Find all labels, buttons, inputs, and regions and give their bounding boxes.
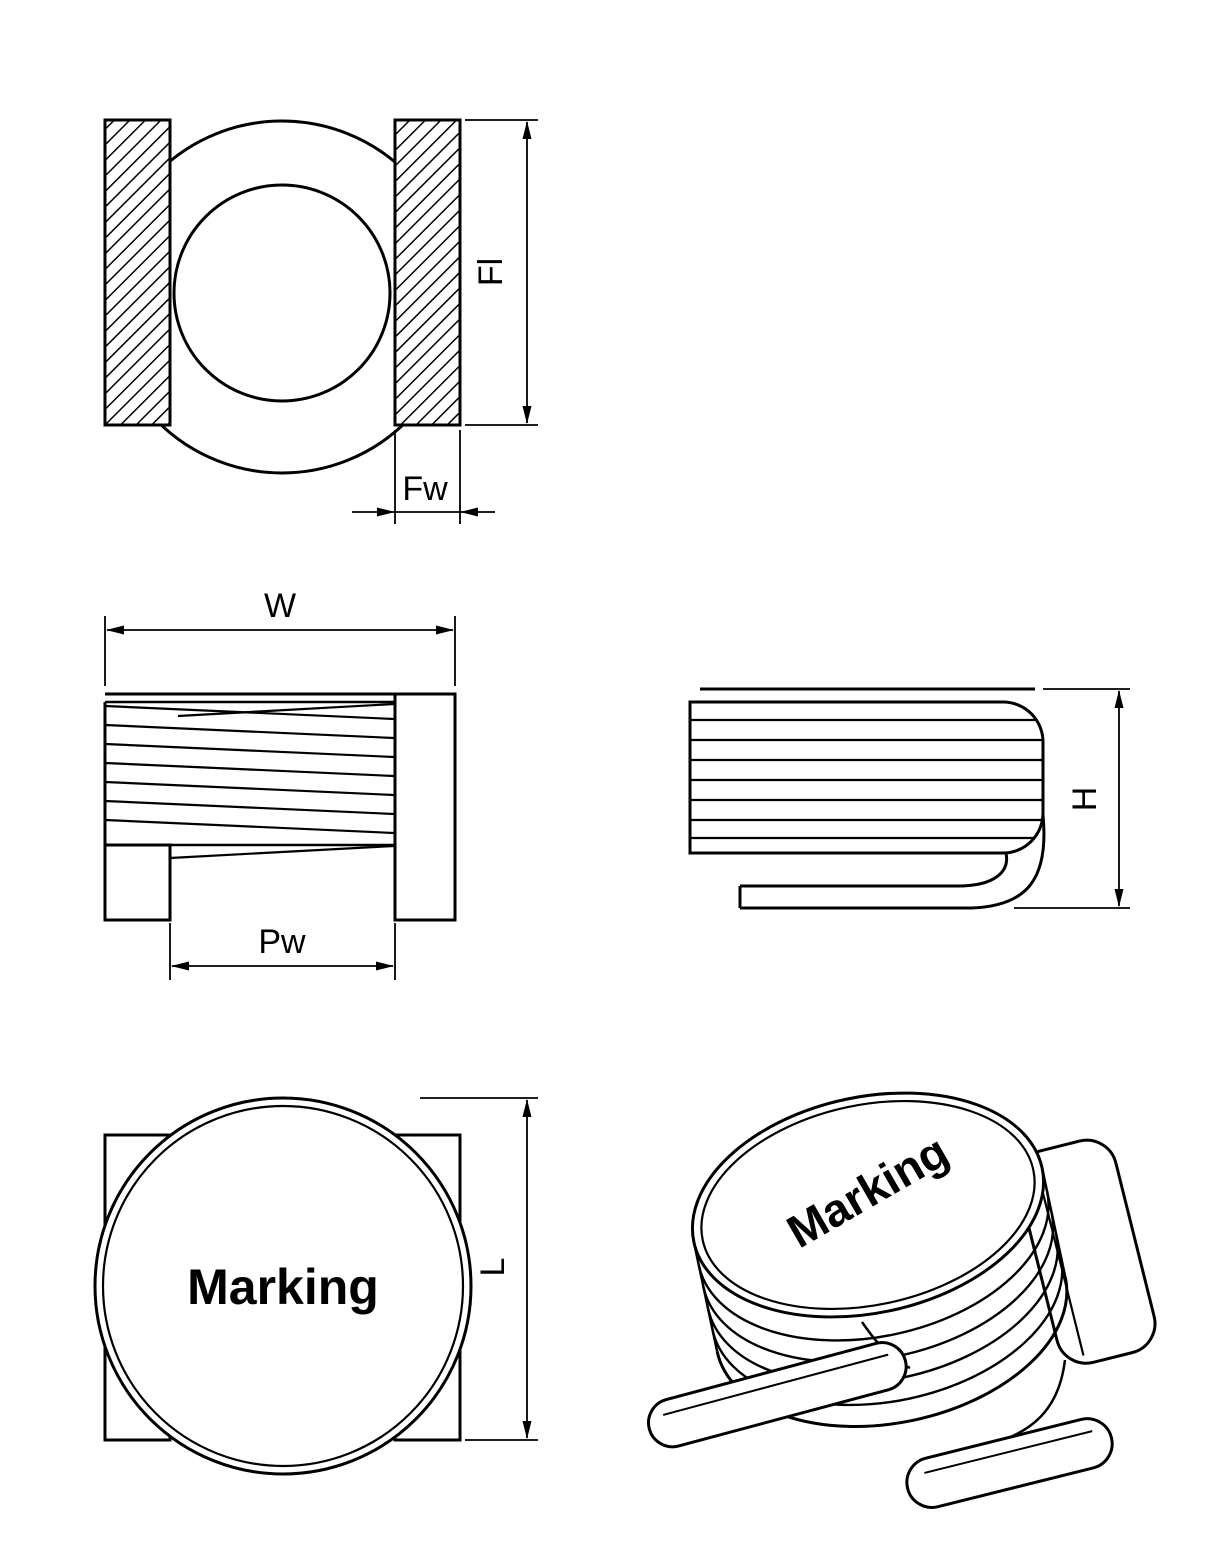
- iso-left-foot: [647, 1341, 908, 1449]
- side-view: H: [688, 687, 1130, 910]
- label-w: W: [264, 587, 296, 625]
- winding-lines: [104, 702, 395, 860]
- core-outer-circle: [93, 1096, 473, 1476]
- iso-top-face: [690, 1091, 1046, 1319]
- dimension-fl: Fl: [465, 119, 538, 426]
- marking-text: Marking: [187, 1259, 379, 1315]
- right-flange: [393, 692, 457, 922]
- right-flange-hatched: [393, 118, 462, 427]
- front-view: W Pw: [103, 587, 457, 980]
- arrowhead: [522, 121, 532, 139]
- label-fw: Fw: [402, 470, 448, 508]
- left-flange: [103, 843, 172, 922]
- dimension-w: W: [104, 587, 456, 686]
- arrowhead: [376, 961, 394, 971]
- wire-lead-bottom: [169, 844, 395, 860]
- core-inner-circle: [101, 1104, 465, 1468]
- label-pw: Pw: [258, 923, 306, 961]
- iso-right-foot: [905, 1417, 1114, 1509]
- arrowhead: [377, 507, 395, 517]
- terminal-lead: [738, 814, 1046, 910]
- dimension-fw: Fw: [352, 430, 495, 524]
- left-flange-hatched: [103, 118, 172, 427]
- dimension-l: L: [420, 1097, 538, 1441]
- wire-lead-top: [177, 702, 395, 718]
- arrowhead: [522, 1099, 532, 1117]
- top-view: Fl Fw: [103, 118, 538, 524]
- arrowhead: [106, 625, 124, 635]
- label-l: L: [474, 1258, 512, 1277]
- label-h: H: [1066, 787, 1104, 812]
- winding-lines: [690, 718, 1043, 840]
- arrowhead: [436, 625, 454, 635]
- label-fl: Fl: [472, 258, 510, 286]
- iso-top-rim: [700, 1099, 1036, 1311]
- core-inner-circle: [172, 183, 392, 403]
- body-outline: [688, 700, 1045, 855]
- iso-right-lead-bend: [1007, 1359, 1067, 1440]
- arrowhead: [171, 961, 189, 971]
- arrowhead: [460, 507, 478, 517]
- arrowhead: [1114, 690, 1124, 708]
- arrowhead: [1114, 889, 1124, 907]
- arrowhead: [522, 406, 532, 424]
- arrowhead: [522, 1421, 532, 1439]
- iso-view: Marking: [647, 1091, 1157, 1509]
- bottom-view: Marking L: [93, 1096, 538, 1476]
- dimension-h: H: [1014, 688, 1130, 909]
- dimension-pw: Pw: [169, 923, 396, 980]
